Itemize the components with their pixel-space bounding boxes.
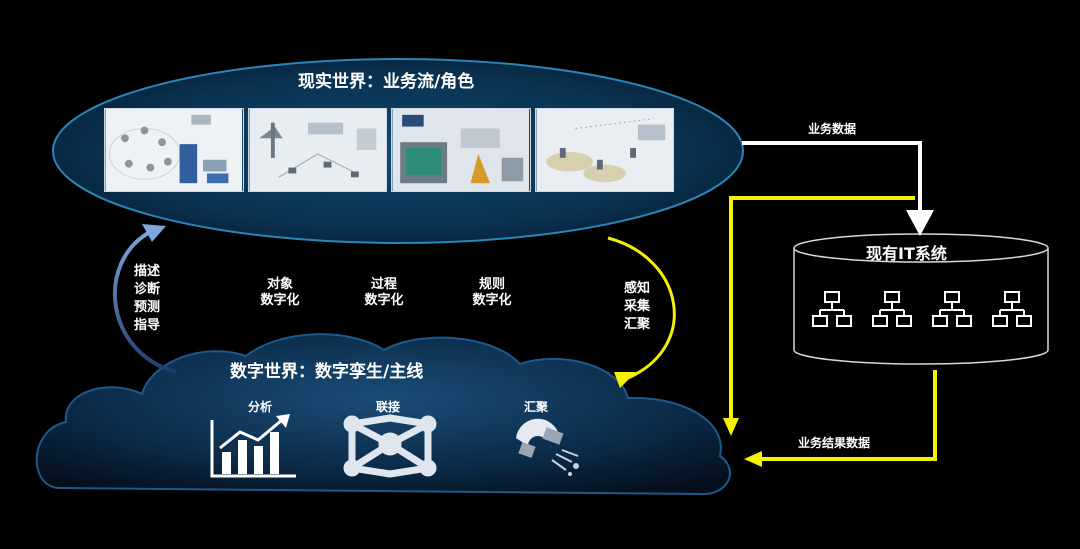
left-loop-arc [112,230,177,374]
yellow-down-arrowhead [723,418,739,436]
magnet-icon [516,418,579,476]
right-loop-labels: 感知 采集 汇聚 [624,280,650,334]
business-data-arrowhead [906,210,934,236]
it-system-title: 现有IT系统 [866,244,947,263]
network-nodes-icon [992,291,1032,327]
bar-chart-growth-icon [210,414,296,478]
feature-label-analysis: 分析 [248,400,273,414]
left-loop-label: 诊断 [134,282,161,297]
it-system-cylinder [793,233,1049,365]
left-loop-label: 指导 [134,318,161,333]
real-world-photo-strip [104,108,674,192]
right-loop-arc [607,236,676,380]
left-loop-label: 描述 [134,264,161,279]
photo-devices-network [104,108,244,192]
right-loop-label: 采集 [624,299,651,314]
feature-label-aggregate: 汇聚 [524,400,549,414]
feature-label-connect: 联接 [376,400,401,414]
network-nodes-icon [932,291,972,327]
right-loop-label: 汇聚 [624,317,651,332]
business-data-arrow [742,141,922,214]
digitization-label-object: 对象 数字化 [260,277,300,308]
right-loop-arrowhead [614,372,636,388]
photo-industrial-site [534,108,674,192]
left-loop-labels: 描述 诊断 预测 指导 [134,263,160,335]
right-loop-label: 感知 [624,281,651,296]
photo-oil-field [247,108,387,192]
left-loop-label: 预测 [134,300,161,315]
network-icons-row [812,291,1032,327]
digitization-label-process: 过程 数字化 [364,277,404,308]
business-result-arrow [760,370,937,461]
photo-solar-plant [391,108,531,192]
yellow-down-arrow [729,196,915,420]
left-loop-arrowhead [142,224,166,242]
business-data-label: 业务数据 [808,122,857,136]
digitization-label-rule: 规则 数字化 [472,277,512,308]
digital-world-title: 数字世界：数字孪生/主线 [230,362,424,382]
network-nodes-icon [812,291,852,327]
real-world-title: 现实世界：业务流/角色 [298,72,475,92]
network-hub-icon [343,414,437,478]
business-result-arrowhead [744,451,762,467]
business-result-data-label: 业务结果数据 [798,436,871,450]
network-nodes-icon [872,291,912,327]
